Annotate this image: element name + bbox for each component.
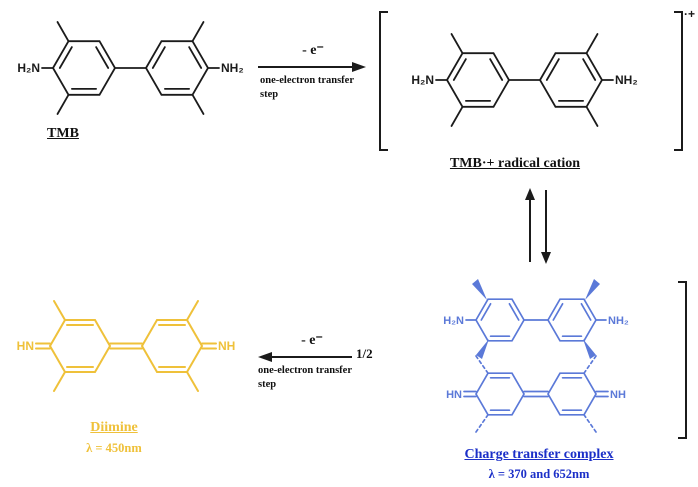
radical-cation-caption: TMB·+ radical cation [449, 156, 581, 171]
complex-imine-left-label: HN [446, 389, 462, 401]
radical-skeleton [435, 33, 614, 127]
radical-charge-label: ·+ [684, 7, 695, 21]
tmb-amine-right-label: NH₂ [221, 61, 244, 75]
one-electron-step-caption-top: one-electron transfer step [260, 75, 354, 100]
diimine-imine-left-label: HN [17, 339, 34, 353]
diimine-caption: Diimine [90, 420, 138, 435]
complex-amine-left-label: H₂N [443, 315, 464, 327]
charge-transfer-complex-wavelength: λ = 370 and 652nm [488, 467, 590, 481]
tmb-skeleton [41, 21, 220, 115]
oxidation-step-2: - e⁻ one-electron transfer step [254, 332, 370, 391]
complex-imine-right-label: NH [610, 389, 626, 401]
complex-amine-right-label: NH₂ [608, 315, 629, 327]
diimine-wavelength: λ = 450nm [86, 441, 142, 455]
complex-right-bracket [678, 281, 687, 439]
electron-loss-label-bottom: - e⁻ [301, 333, 323, 348]
tmb-caption: TMB [47, 126, 79, 141]
complex-methyl-wedges [472, 279, 600, 359]
one-electron-step-caption-bottom: one-electron transfer step [258, 365, 352, 390]
radical-amine-right-label: NH₂ [615, 73, 638, 87]
stoichiometry-coefficient: 1/2 [356, 346, 373, 361]
radical-cation-structure: ·+ H₂N NH₂ [379, 7, 695, 151]
right-bracket [674, 11, 683, 151]
equilibrium-arrows-icon [525, 188, 551, 264]
charge-transfer-complex-caption: Charge transfer complex [464, 447, 614, 462]
charge-transfer-complex-structure: H₂N NH₂ HN NH [443, 279, 687, 439]
tmb-amine-left-label: H₂N [17, 61, 40, 75]
electron-loss-label-top: - e⁻ [302, 43, 324, 58]
diimine-skeleton [35, 300, 217, 392]
left-bracket [379, 11, 388, 151]
left-arrow-icon [258, 352, 352, 362]
radical-amine-left-label: H₂N [411, 73, 434, 87]
tmb-structure: H₂N NH₂ [17, 21, 244, 115]
complex-top-molecule [465, 298, 607, 342]
diimine-structure: HN NH [17, 300, 235, 392]
right-arrow-icon [258, 62, 366, 72]
diimine-imine-right-label: NH [218, 339, 235, 353]
complex-bottom-molecule [463, 355, 609, 433]
oxidation-step-1: - e⁻ one-electron transfer step [256, 42, 370, 101]
